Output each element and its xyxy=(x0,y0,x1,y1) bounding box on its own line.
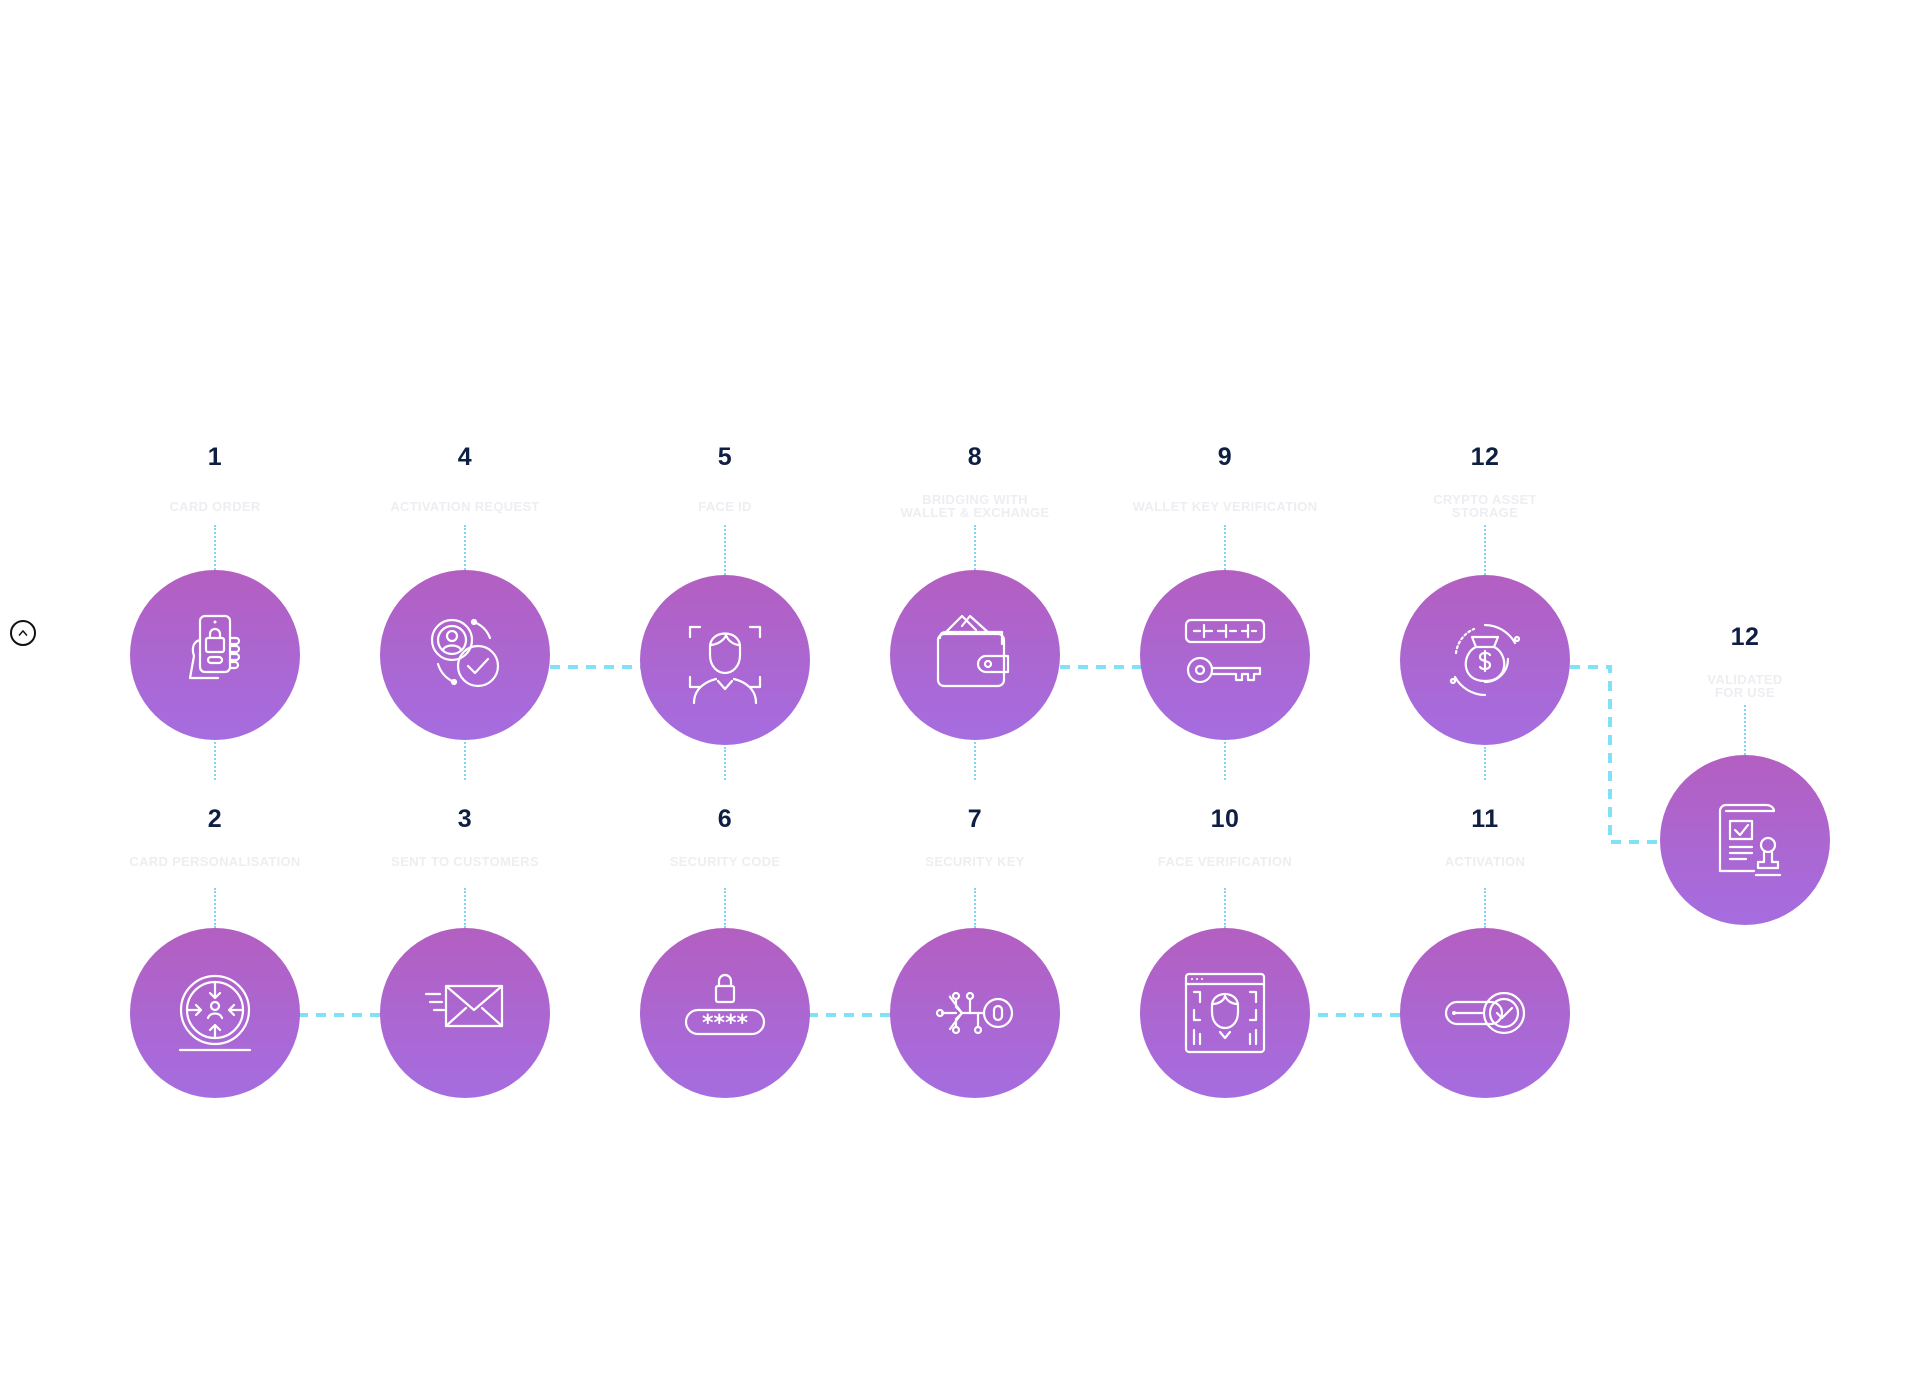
svg-text:****: **** xyxy=(702,1011,749,1036)
step-number: 1 xyxy=(207,443,223,471)
connector-tick xyxy=(214,742,216,780)
step-circle xyxy=(1140,928,1310,1098)
user-check-icon xyxy=(430,618,500,688)
step-number: 12 xyxy=(1470,443,1500,471)
connector-tick xyxy=(464,742,466,780)
step-number: 9 xyxy=(1217,443,1233,471)
step-label: CRYPTO ASSET STORAGE xyxy=(1433,492,1537,520)
step-number: 4 xyxy=(457,443,473,471)
step-number: 10 xyxy=(1210,805,1240,833)
face-scan-icon xyxy=(688,625,762,705)
user-target-icon xyxy=(178,974,252,1052)
step-number: 3 xyxy=(457,805,473,833)
step-circle xyxy=(1400,575,1570,745)
step-label: ACTIVATION xyxy=(1444,854,1526,869)
lock-pin-icon: **** xyxy=(684,973,766,1036)
step-number: 12 xyxy=(1730,623,1760,651)
connector-tick xyxy=(974,742,976,780)
step-circle xyxy=(380,928,550,1098)
step-label: SENT TO CUSTOMERS xyxy=(391,854,539,869)
step-label: ACTIVATION REQUEST xyxy=(390,499,540,514)
connector-tick xyxy=(464,525,466,570)
connector-tick xyxy=(724,747,726,780)
step-label: CARD PERSONALISATION xyxy=(129,854,301,869)
money-bag-cycle-icon xyxy=(1449,623,1521,697)
stamped-document-icon xyxy=(1718,803,1782,877)
step-circle xyxy=(890,928,1060,1098)
step-label: SECURITY CODE xyxy=(669,854,781,869)
step-circle xyxy=(380,570,550,740)
step-circle xyxy=(1140,570,1310,740)
connector-tick xyxy=(974,888,976,928)
step-number: 6 xyxy=(717,805,733,833)
step-number: 7 xyxy=(967,805,983,833)
step-number: 11 xyxy=(1471,805,1499,833)
connector-tick xyxy=(724,888,726,928)
face-recognition-icon xyxy=(1184,972,1266,1054)
step-circle xyxy=(130,570,300,740)
wallet-icon xyxy=(936,614,1010,688)
connector-tick xyxy=(214,888,216,928)
connector-tick xyxy=(1224,742,1226,780)
step-label: CARD ORDER xyxy=(169,499,261,514)
step-circle xyxy=(1660,755,1830,925)
connector-tick xyxy=(464,888,466,928)
step-circle xyxy=(1400,928,1570,1098)
connector-tick xyxy=(214,525,216,570)
connector-tick xyxy=(974,525,976,570)
phone-shopping-icon xyxy=(188,614,241,680)
step-label: WALLET KEY VERIFICATION xyxy=(1132,499,1318,514)
step-number: 5 xyxy=(717,443,733,471)
connector-tick xyxy=(1224,525,1226,570)
step-label: BRIDGING WITH WALLET & EXCHANGE xyxy=(900,492,1050,520)
step-circle xyxy=(130,928,300,1098)
step-circle xyxy=(640,575,810,745)
step-label: FACE ID xyxy=(698,499,752,514)
chevron-up-icon xyxy=(18,630,28,636)
connector-tick xyxy=(1484,888,1486,928)
scroll-up-button[interactable] xyxy=(10,620,36,646)
step-number: 2 xyxy=(207,805,223,833)
step-label: SECURITY KEY xyxy=(925,854,1025,869)
connector-tick xyxy=(1484,747,1486,780)
digital-key-icon xyxy=(935,991,1014,1035)
step-circle: **** xyxy=(640,928,810,1098)
connector-tick xyxy=(1224,888,1226,928)
toggle-check-icon xyxy=(1444,991,1526,1035)
fast-mail-icon xyxy=(424,984,504,1028)
connector-tick xyxy=(724,525,726,575)
connector-tick xyxy=(1744,705,1746,755)
connector-12-12 xyxy=(1570,665,1668,844)
step-circle xyxy=(890,570,1060,740)
connector-tick xyxy=(1484,525,1486,575)
step-label: FACE VERIFICATION xyxy=(1157,854,1293,869)
step-label: VALIDATED FOR USE xyxy=(1707,672,1783,700)
key-password-icon xyxy=(1184,618,1266,684)
step-number: 8 xyxy=(967,443,983,471)
